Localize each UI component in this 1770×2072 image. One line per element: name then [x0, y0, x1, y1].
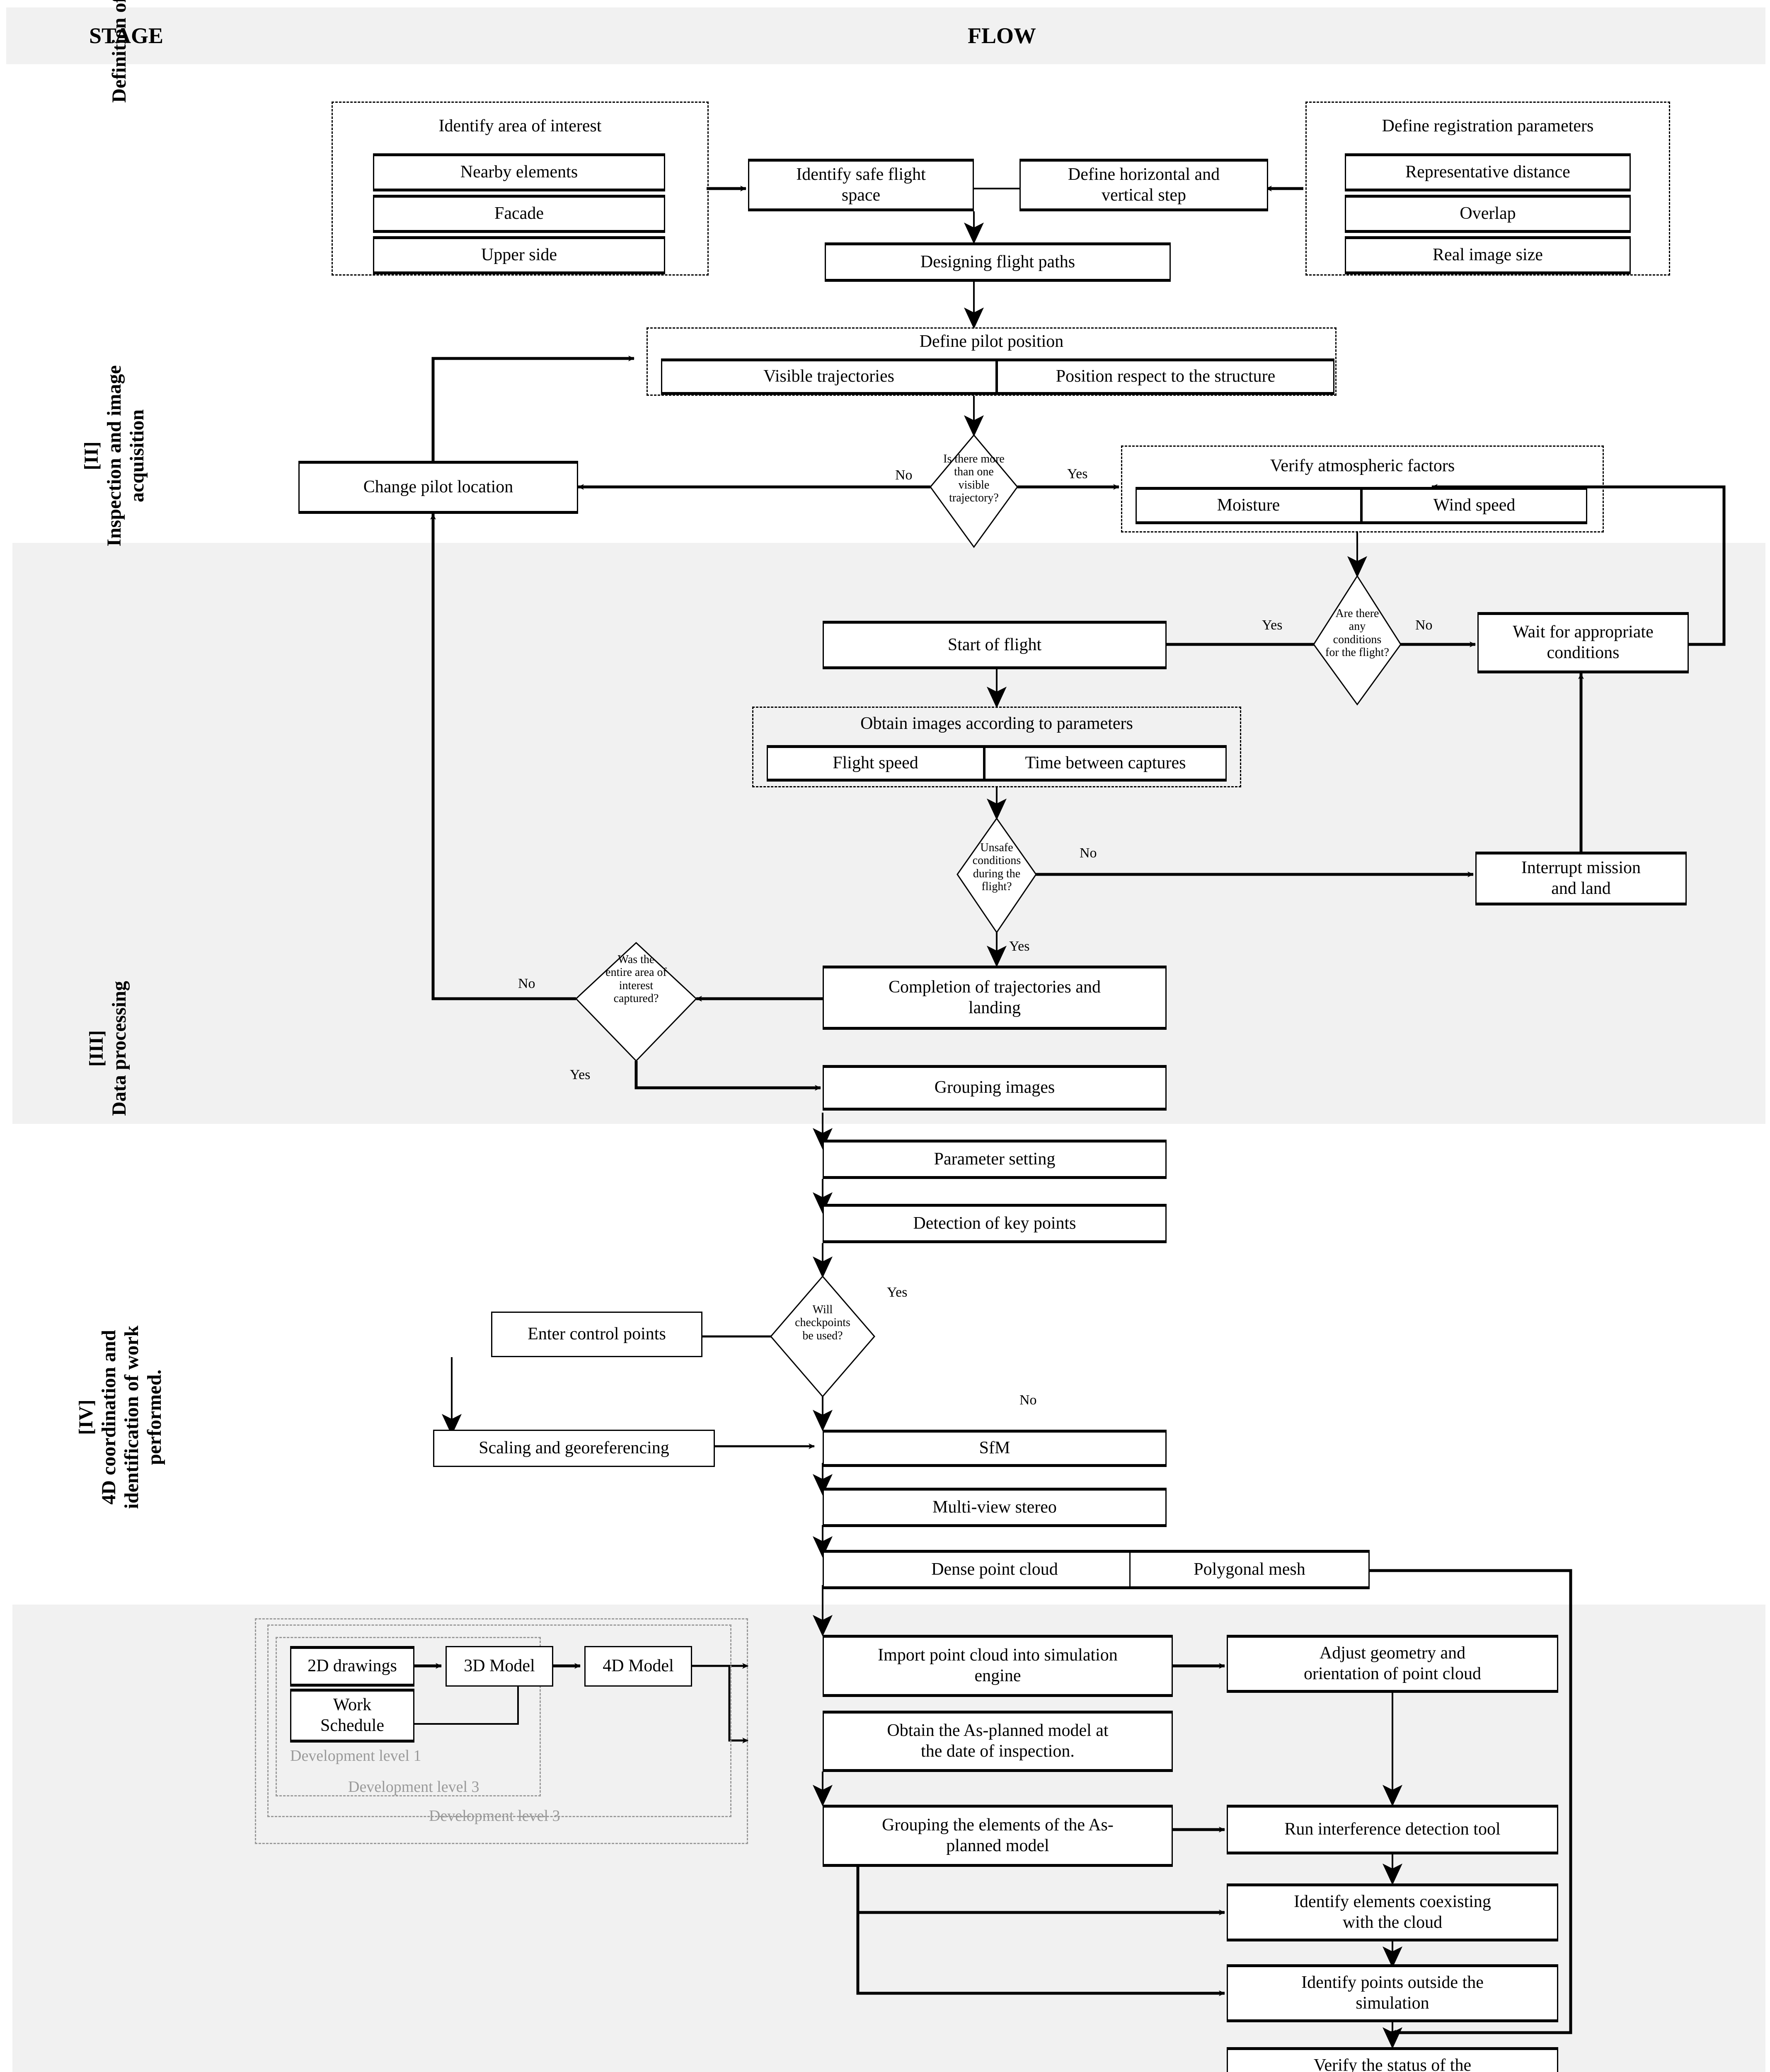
diamond-conditions-for-flight: [1313, 575, 1402, 706]
atmospheric-item-moisture[interactable]: Moisture: [1136, 487, 1361, 524]
diamond-will-checkpoints: [770, 1275, 875, 1398]
edge-label-yes-5: Yes: [887, 1285, 908, 1300]
identify-area-item-upper-side[interactable]: Upper side: [373, 236, 665, 274]
edge-label-no-3: No: [1080, 845, 1097, 861]
diamond-more-than-one-trajectory-label: Is there more than one visible trajector…: [943, 453, 1005, 505]
group-verify-atmospheric-factors-title: Verify atmospheric factors: [1270, 456, 1455, 475]
development-level-3-middle-label: Development level 3: [348, 1778, 479, 1796]
diamond-unsafe-conditions-label: Unsafe conditions during the flight?: [972, 841, 1021, 893]
node-detection-of-key-points[interactable]: Detection of key points: [823, 1204, 1167, 1243]
atmospheric-item-wind-speed[interactable]: Wind speed: [1361, 487, 1587, 524]
identify-area-item-nearby-elements[interactable]: Nearby elements: [373, 153, 665, 191]
node-3d-model[interactable]: 3D Model: [446, 1646, 553, 1687]
node-start-of-flight[interactable]: Start of flight: [823, 621, 1167, 669]
node-import-point-cloud[interactable]: Import point cloud into simulation engin…: [823, 1635, 1173, 1697]
node-wait-for-appropriate-conditions[interactable]: Wait for appropriate conditions: [1477, 612, 1689, 673]
header-band: [6, 7, 1765, 64]
group-verify-atmospheric-factors: [1121, 445, 1604, 533]
node-change-pilot-location[interactable]: Change pilot location: [298, 461, 578, 514]
node-verify-status-physical-progress[interactable]: Verify the status of the physical progre…: [1227, 2047, 1558, 2072]
group-define-pilot-position-title: Define pilot position: [919, 332, 1064, 351]
node-parameter-setting[interactable]: Parameter setting: [823, 1140, 1167, 1179]
development-level-3-middle: [267, 1624, 731, 1817]
node-define-horizontal-vertical-step[interactable]: Define horizontal and vertical step: [1019, 159, 1268, 211]
node-enter-control-points[interactable]: Enter control points: [491, 1312, 702, 1357]
development-level-1-inner: [276, 1637, 541, 1796]
edge-label-no-2: No: [1415, 617, 1433, 633]
node-2d-drawings[interactable]: 2D drawings: [290, 1646, 414, 1687]
node-sfm[interactable]: SfM: [823, 1430, 1167, 1467]
node-polygonal-mesh[interactable]: Polygonal mesh: [1129, 1550, 1370, 1589]
group-registration-parameters-title: Define registration parameters: [1382, 116, 1594, 136]
edge-label-yes-4: Yes: [570, 1067, 591, 1082]
diamond-more-than-one-trajectory: [930, 434, 1018, 548]
node-identify-points-outside[interactable]: Identify points outside the simulation: [1227, 1964, 1558, 2022]
group-obtain-images-title: Obtain images according to parameters: [860, 714, 1133, 733]
node-identify-elements-coexisting[interactable]: Identify elements coexisting with the cl…: [1227, 1883, 1558, 1941]
node-multi-view-stereo[interactable]: Multi-view stereo: [823, 1488, 1167, 1527]
node-4d-model[interactable]: 4D Model: [584, 1646, 692, 1687]
pilot-position-item-visible-trajectories[interactable]: Visible trajectories: [661, 358, 997, 395]
obtain-images-item-time-between-captures[interactable]: Time between captures: [984, 745, 1227, 782]
node-designing-flight-paths[interactable]: Designing flight paths: [825, 242, 1171, 282]
node-adjust-geometry[interactable]: Adjust geometry and orientation of point…: [1227, 1635, 1558, 1693]
header-stage-label: STAGE: [89, 23, 164, 48]
edge-label-no-4: No: [518, 976, 535, 991]
node-completion-of-trajectories[interactable]: Completion of trajectories and landing: [823, 966, 1167, 1030]
development-level-1-inner-label: Development level 1: [290, 1747, 421, 1765]
development-level-3-outer: [255, 1618, 748, 1844]
group-define-pilot-position: [646, 327, 1337, 396]
edge-label-yes-1: Yes: [1067, 466, 1088, 482]
node-identify-safe-flight-space[interactable]: Identify safe flight space: [748, 159, 974, 211]
header-flow-label: FLOW: [968, 23, 1036, 48]
diamond-entire-area-captured-label: Was the entire area of interest captured…: [605, 953, 667, 1005]
diamond-unsafe-conditions: [956, 817, 1037, 934]
node-scaling-and-georeferencing[interactable]: Scaling and georeferencing: [433, 1430, 715, 1467]
group-registration-parameters: [1305, 102, 1670, 276]
registration-item-representative-distance[interactable]: Representative distance: [1345, 153, 1631, 191]
node-run-interference-detection-tool[interactable]: Run interference detection tool: [1227, 1805, 1558, 1854]
registration-item-overlap[interactable]: Overlap: [1345, 195, 1631, 233]
registration-item-real-image-size[interactable]: Real image size: [1345, 236, 1631, 274]
diamond-will-checkpoints-label: Will checkpoints be used?: [795, 1303, 850, 1342]
diamond-entire-area-captured: [575, 942, 697, 1062]
edge-label-no-5: No: [1019, 1392, 1037, 1408]
node-work-schedule[interactable]: Work Schedule: [290, 1689, 414, 1743]
node-obtain-as-planned-model[interactable]: Obtain the As-planned model at the date …: [823, 1711, 1173, 1772]
edge-label-yes-3: Yes: [1009, 939, 1030, 954]
diamond-conditions-for-flight-label: Are there any conditions for the flight?: [1325, 607, 1389, 659]
group-identify-area-title: Identify area of interest: [438, 116, 602, 136]
node-interrupt-mission-and-land[interactable]: Interrupt mission and land: [1475, 852, 1687, 905]
group-obtain-images: [752, 707, 1241, 787]
edge-label-no-1: No: [895, 467, 913, 483]
node-grouping-as-planned-elements[interactable]: Grouping the elements of the As- planned…: [823, 1805, 1173, 1867]
group-identify-area: [332, 102, 709, 276]
pilot-position-item-position-respect[interactable]: Position respect to the structure: [997, 358, 1334, 395]
obtain-images-item-flight-speed[interactable]: Flight speed: [767, 745, 984, 782]
edge-label-yes-2: Yes: [1262, 617, 1283, 633]
node-grouping-images[interactable]: Grouping images: [823, 1065, 1167, 1111]
identify-area-item-facade[interactable]: Facade: [373, 195, 665, 233]
node-dense-point-cloud[interactable]: Dense point cloud: [823, 1550, 1167, 1589]
